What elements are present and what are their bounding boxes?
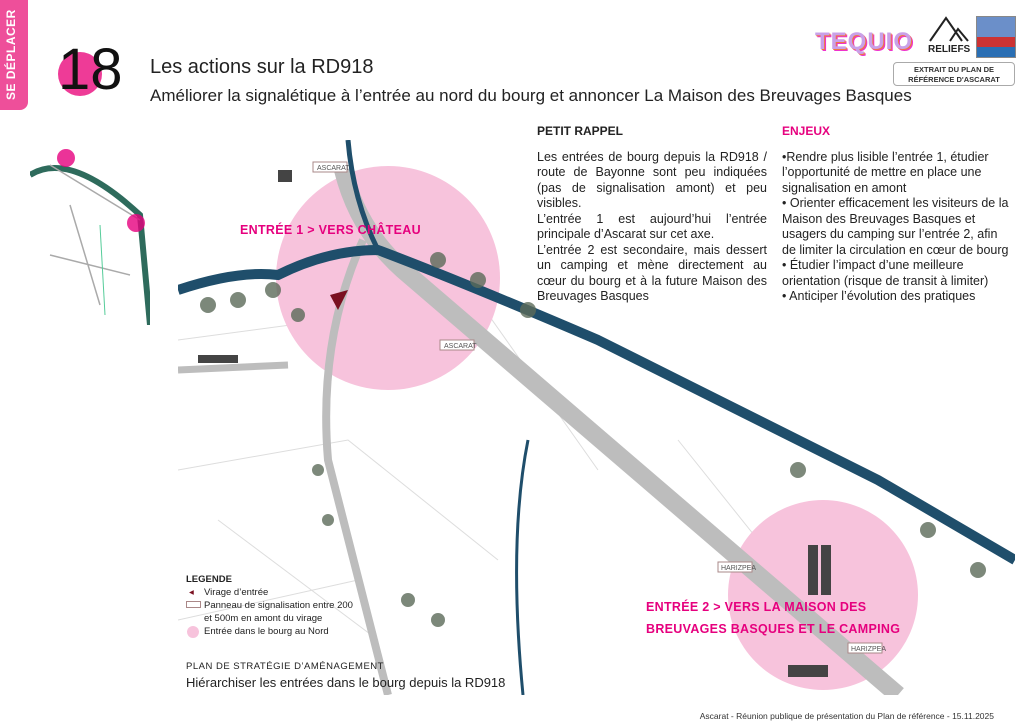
sign-icon xyxy=(186,601,201,608)
rappel-paragraph: Les entrées de bourg depuis la RD918 / r… xyxy=(537,149,767,211)
reliefs-label: RELIEFS xyxy=(928,44,971,55)
site-map: ASCARAT ASCARAT HARIZPEA HARIZPEA xyxy=(178,140,1015,695)
rappel-paragraph: L’entrée 2 est secondaire, mais dessert … xyxy=(537,242,767,304)
number-dot xyxy=(58,52,102,96)
page-subtitle: Améliorer la signalétique à l’entrée au … xyxy=(150,86,912,105)
legend-item: ◂ Virage d’entrée xyxy=(186,586,356,599)
rappel-heading: PETIT RAPPEL xyxy=(537,124,624,138)
section-number: 18 xyxy=(58,37,123,102)
enjeux-heading: ENJEUX xyxy=(782,124,831,138)
arrow-icon: ◂ xyxy=(189,587,194,598)
footer: Ascarat - Réunion publique de présentati… xyxy=(699,711,994,721)
page-title: Les actions sur la RD918 xyxy=(150,56,374,78)
tequio-logo: TEQUIO xyxy=(815,28,914,55)
enjeux-item: • Étudier l’impact d’une meilleure orien… xyxy=(782,258,989,288)
section-tab: SE DÉPLACER xyxy=(0,0,28,110)
extrait-line: EXTRAIT DU PLAN DE xyxy=(913,65,994,74)
entree-2-label: BREUVAGES BASQUES ET LE CAMPING xyxy=(646,622,901,636)
section-tab-label: SE DÉPLACER xyxy=(4,9,18,100)
legend-label: Panneau de signalisation entre 200 et 50… xyxy=(204,600,353,624)
sign-label: ASCARAT xyxy=(317,165,350,172)
sign-label: HARIZPEA xyxy=(721,565,756,572)
legend: LEGENDE ◂ Virage d’entrée Panneau de sign… xyxy=(186,573,356,638)
entree-2-label: ENTRÉE 2 > VERS LA MAISON DES xyxy=(646,600,867,614)
sign-label: ASCARAT xyxy=(444,343,477,350)
inset-map xyxy=(30,145,150,325)
legend-label: Entrée dans le bourg au Nord xyxy=(204,626,329,637)
enjeux-item: •Rendre plus lisible l’entrée 1, étudier… xyxy=(782,149,989,195)
circle-icon xyxy=(187,626,199,638)
legend-label: Virage d’entrée xyxy=(204,587,269,598)
sign-label: HARIZPEA xyxy=(851,646,886,653)
secondary-road xyxy=(322,238,392,695)
entree-1-circle xyxy=(276,166,500,390)
entree-1-label: ENTRÉE 1 > VERS CHÂTEAU xyxy=(240,223,421,237)
extrait-line: RÉFÉRENCE D'ASCARAT xyxy=(908,75,1000,84)
enjeux-column: ENJEUX •Rendre plus lisible l’entrée 1, … xyxy=(782,124,1014,305)
rappel-paragraph: L’entrée 1 est aujourd’hui l’entrée prin… xyxy=(537,211,767,242)
plan-label: PLAN DE STRATÉGIE D’AMÉNAGEMENT xyxy=(186,661,384,672)
virage-arrow-icon xyxy=(330,290,348,310)
rappel-column: PETIT RAPPEL Les entrées de bourg depuis… xyxy=(537,124,767,305)
mountain-icon xyxy=(929,16,969,42)
legend-title: LEGENDE xyxy=(186,574,232,585)
enjeux-item: • Orienter efficacement les visiteurs de… xyxy=(782,196,1009,257)
reliefs-logo: RELIEFS xyxy=(928,16,970,55)
legend-item: Entrée dans le bourg au Nord xyxy=(186,625,356,638)
coat-of-arms-icon xyxy=(976,16,1016,58)
river xyxy=(178,244,1015,565)
legend-item: Panneau de signalisation entre 200 et 50… xyxy=(186,599,356,625)
enjeux-item: • Anticiper l’évolution des pratiques xyxy=(782,289,976,303)
plan-title: Hiérarchiser les entrées dans le bourg d… xyxy=(186,675,506,690)
